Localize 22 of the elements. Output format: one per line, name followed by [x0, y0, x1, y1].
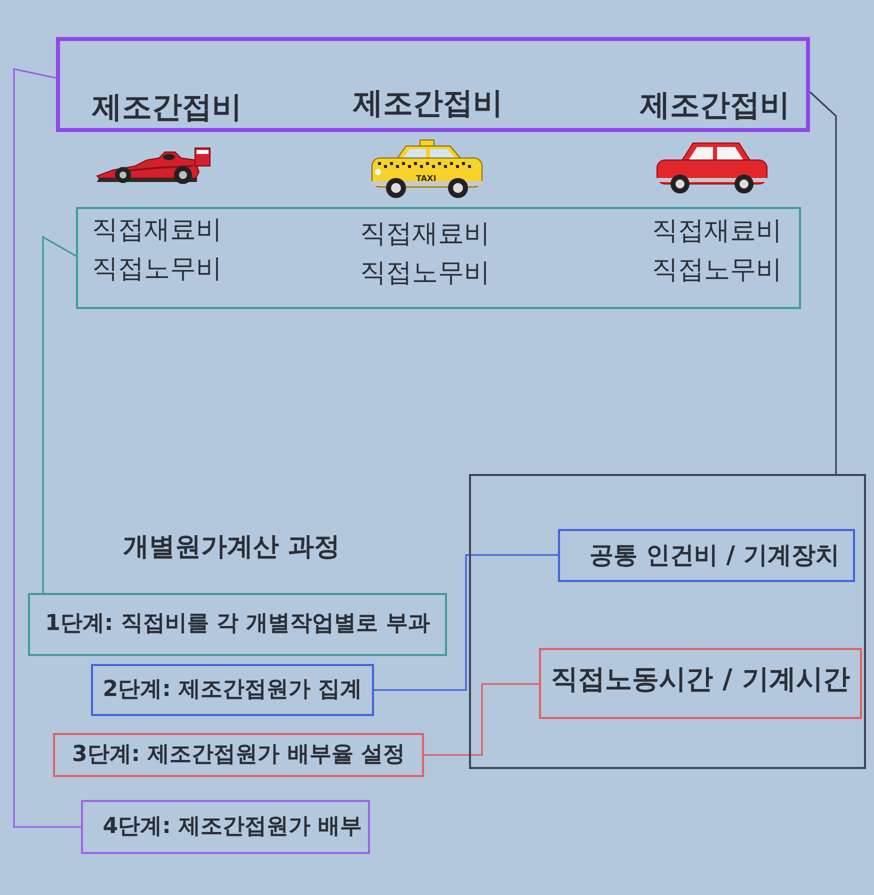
- cost-items: 직접재료비 직접노무비: [360, 218, 491, 290]
- heading-box: [56, 37, 810, 132]
- connector-line: [374, 554, 558, 691]
- step-box: 3단계: 제조간접원가 배부율 설정: [53, 733, 424, 777]
- connector-line: [809, 91, 837, 474]
- cost-pool-box: 공통 인건비 / 기계장치: [558, 529, 855, 582]
- step-box: 1단계: 직접비를 각 개별작업별로 부과: [28, 593, 447, 656]
- cost-items: 직접재료비 직접노무비: [652, 215, 783, 287]
- column-heading: 제조간접비: [92, 90, 242, 125]
- step-box: 4단계: 제조간접원가 배부: [81, 800, 370, 854]
- connector-line: [42, 236, 76, 593]
- column-heading: 제조간접비: [640, 88, 790, 123]
- cost-box: [76, 207, 801, 309]
- taxi-text: TAXI: [416, 175, 436, 183]
- step-box: 2단계: 제조간접원가 집계: [91, 664, 374, 716]
- cost-items: 직접재료비 직접노무비: [92, 214, 223, 286]
- allocation-base-box: 직접노동시간 / 기계시간: [539, 648, 862, 719]
- column-heading: 제조간접비: [353, 86, 503, 121]
- connector-line: [13, 68, 81, 828]
- connector-line: [424, 683, 539, 756]
- group-box: [469, 474, 866, 769]
- diagram-title: 개별원가계산 과정: [123, 531, 340, 564]
